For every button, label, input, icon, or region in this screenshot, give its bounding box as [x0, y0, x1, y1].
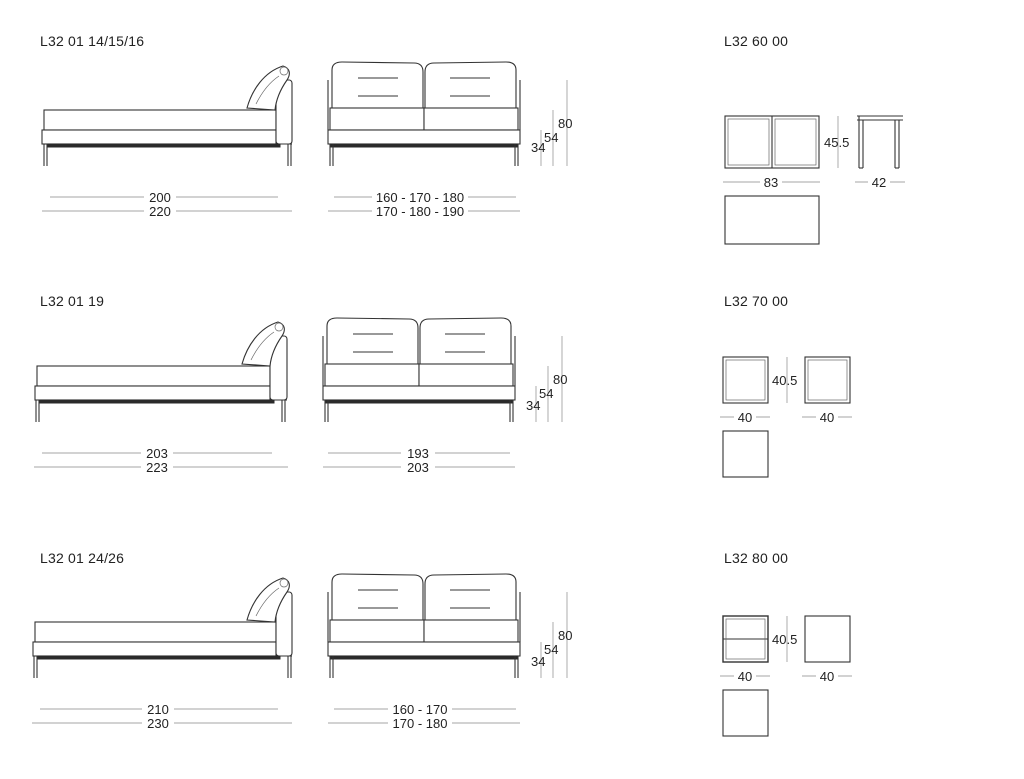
sofa-width-3-inner: 160 - 170	[393, 702, 448, 717]
table-1-height: 45.5	[824, 135, 849, 150]
table-3-side-width: 40	[820, 669, 834, 684]
table-2-front-width: 40	[738, 410, 752, 425]
chaise-width-2-inner: 203	[146, 446, 168, 461]
section-3-code: L32 01 24/26	[40, 550, 125, 566]
chaise-width-1-inner: 200	[149, 190, 171, 205]
height-back-3: 80	[558, 628, 572, 643]
chaise-width-3-inner: 210	[147, 702, 169, 717]
height-seat-3: 34	[531, 654, 545, 669]
section-1-code: L32 01 14/15/16	[40, 33, 145, 49]
section-3: 210 230	[32, 573, 852, 737]
sofa-dims-2: 193 203	[323, 445, 515, 475]
table-2-code: L32 70 00	[724, 293, 789, 309]
table-1-drawings: 45.5 83 42	[723, 115, 905, 245]
table-3-front-width: 40	[738, 669, 752, 684]
table-1-front-width: 83	[764, 175, 778, 190]
chaise-dims-1: 200 220	[42, 189, 292, 219]
chaise-width-3-outer: 230	[147, 716, 169, 731]
sofa-front-view-3	[327, 573, 521, 678]
height-seat-1: 34	[531, 140, 545, 155]
sofa-dims-3: 160 - 170 170 - 180	[328, 701, 520, 731]
chaise-dims-3: 210 230	[32, 701, 292, 731]
table-1-side-width: 42	[872, 175, 886, 190]
table-3-drawings: 40.5 40 40	[720, 615, 852, 737]
section-1: 200 220	[41, 61, 905, 245]
table-2-drawings: 40.5 40 40	[720, 356, 852, 478]
table-3-height: 40.5	[772, 632, 797, 647]
table-3-code: L32 80 00	[724, 550, 789, 566]
height-dims-3: 34 54 80	[531, 592, 572, 678]
chaise-width-2-outer: 223	[146, 460, 168, 475]
height-back-1: 80	[558, 116, 572, 131]
sofa-front-view-1	[327, 61, 521, 166]
sofa-width-1-inner: 160 - 170 - 180	[376, 190, 464, 205]
height-arm-2: 54	[539, 386, 553, 401]
sofa-width-2-outer: 203	[407, 460, 429, 475]
section-2-code: L32 01 19	[40, 293, 105, 309]
chaise-dims-2: 203 223	[34, 445, 288, 475]
sofa-dims-1: 160 - 170 - 180 170 - 180 - 190	[328, 189, 520, 219]
sofa-front-view-2	[322, 317, 516, 422]
height-arm-1: 54	[544, 130, 558, 145]
section-2: 203 223	[34, 317, 852, 478]
chaise-side-view-3	[32, 577, 293, 678]
height-dims-1: 34 54 80	[531, 80, 572, 166]
chaise-side-view-2	[34, 321, 288, 422]
table-2-height: 40.5	[772, 373, 797, 388]
sofa-width-1-outer: 170 - 180 - 190	[376, 204, 464, 219]
table-1-code: L32 60 00	[724, 33, 789, 49]
sofa-width-2-inner: 193	[407, 446, 429, 461]
table-2-side-width: 40	[820, 410, 834, 425]
height-dims-2: 34 54 80	[526, 336, 567, 422]
height-back-2: 80	[553, 372, 567, 387]
sofa-width-3-outer: 170 - 180	[393, 716, 448, 731]
height-seat-2: 34	[526, 398, 540, 413]
height-arm-3: 54	[544, 642, 558, 657]
chaise-width-1-outer: 220	[149, 204, 171, 219]
chaise-side-view-1	[41, 65, 293, 166]
